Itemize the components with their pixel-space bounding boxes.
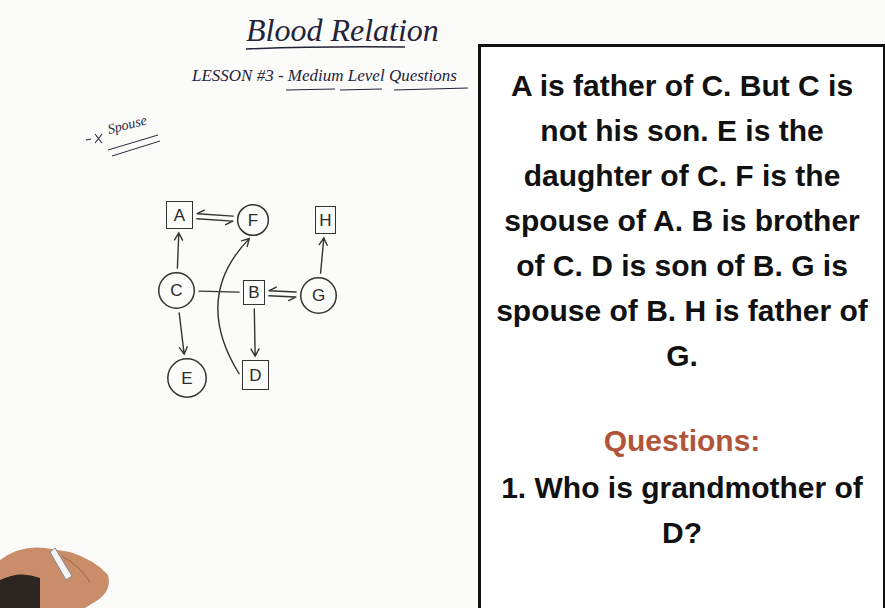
relation-connector	[179, 313, 187, 354]
spouse-arrows	[269, 287, 296, 301]
question-text: A is father of C. But C is not his son. …	[491, 63, 873, 378]
board-title: Blood Relation	[246, 12, 439, 49]
lesson-underline	[286, 88, 468, 90]
person-letter: E	[181, 370, 192, 387]
person-letter: D	[249, 367, 261, 384]
spouse-note: Spouse	[106, 113, 148, 138]
sleeve	[0, 574, 40, 608]
parent-arrow	[175, 233, 183, 268]
parent-arrow	[319, 238, 327, 273]
finger-line	[62, 556, 90, 582]
parent-arrow	[251, 309, 259, 356]
relation-connector	[251, 309, 259, 356]
relation-connector	[269, 287, 296, 301]
question-item: 1. Who is grandmother of D?	[491, 465, 873, 555]
relation-connector	[319, 238, 327, 273]
lesson-heading: LESSON #3 - Medium Level Questions	[192, 66, 457, 86]
female-circle: F	[237, 204, 269, 236]
female-circle: E	[167, 358, 207, 398]
spouse-arrows	[197, 210, 233, 224]
circle-stroke	[168, 359, 206, 397]
male-box: A	[166, 201, 193, 229]
male-box: D	[242, 360, 269, 390]
person-letter: A	[174, 207, 185, 224]
relation-connector	[175, 233, 183, 268]
person-letter: C	[170, 282, 182, 299]
circle-stroke	[301, 278, 337, 314]
female-circle: G	[300, 277, 337, 314]
relation-connector	[218, 239, 249, 374]
circle-stroke	[159, 273, 195, 309]
male-box: H	[315, 206, 336, 234]
question-panel: A is father of C. But C is not his son. …	[478, 44, 885, 608]
person-letter: G	[312, 287, 325, 304]
male-box: B	[243, 280, 265, 305]
person-letter: B	[248, 284, 259, 301]
circle-stroke	[238, 205, 269, 236]
parent-arrow	[179, 313, 187, 354]
marker-pen	[50, 548, 72, 580]
relation-connector	[197, 210, 233, 224]
questions-heading: Questions:	[491, 418, 873, 463]
curved-arrow	[218, 239, 249, 374]
spouse-symbol	[86, 134, 102, 143]
female-circle: C	[158, 272, 195, 309]
person-letter: F	[248, 212, 258, 229]
person-letter: H	[319, 212, 331, 229]
hand	[0, 548, 109, 608]
spouse-underline	[108, 135, 160, 156]
